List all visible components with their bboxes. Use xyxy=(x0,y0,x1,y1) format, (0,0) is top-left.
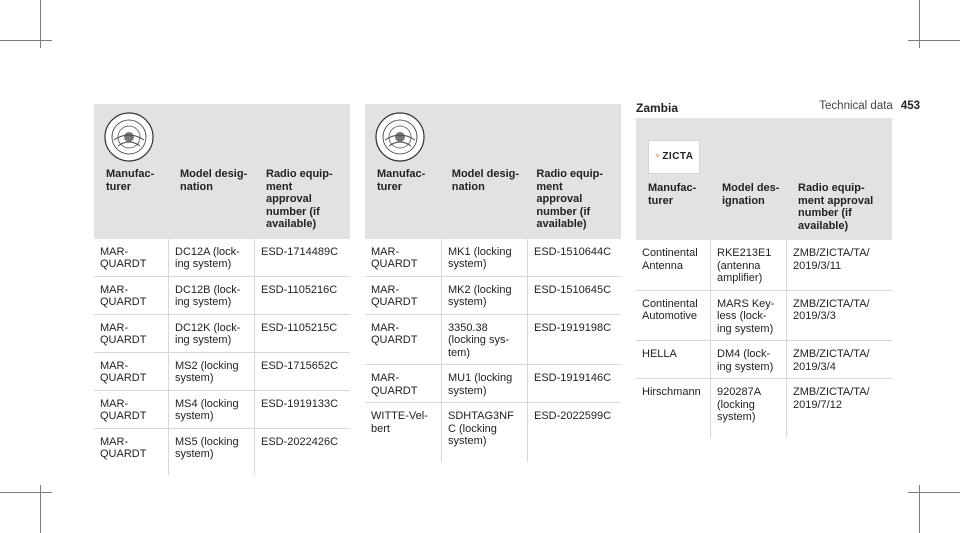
table-row: MAR- QUARDT MU1 (locking system) ESD-191… xyxy=(365,365,621,403)
manufacturer-cell: MAR- QUARDT xyxy=(100,397,147,423)
logo-area xyxy=(100,104,344,168)
table-row: MAR- QUARDT DC12A (lock- ing system) ESD… xyxy=(94,238,350,277)
approval-cell: ZMB/ZICTA/TA/ 2019/7/12 xyxy=(786,379,892,438)
manufacturer-cell: MAR- QUARDT xyxy=(371,321,418,347)
section-name: Technical data xyxy=(819,100,893,112)
manufacturer-cell: WITTE-Vel- bert xyxy=(371,410,428,435)
ntc-seal-logo xyxy=(104,112,154,162)
crop-mark xyxy=(40,0,41,48)
table-row: Continental Antenna RKE213E1 (antenna am… xyxy=(636,240,892,291)
col-manufacturer: Manufac- turer xyxy=(106,168,155,193)
model-cell: 3350.38 (locking sys- tem) xyxy=(441,314,527,364)
table-row: MAR- QUARDT DC12B (lock- ing system) ESD… xyxy=(94,276,350,315)
table-row: MAR- QUARDT MK1 (locking system) ESD-151… xyxy=(365,238,621,277)
running-header: Technical data 453 xyxy=(819,100,920,112)
table-header: ✧ ZICTA Manufac- turer Model des- ignati… xyxy=(636,118,892,240)
zicta-wordmark: ZICTA xyxy=(662,150,694,162)
approval-cell: ESD-1919146C xyxy=(527,365,621,402)
header-row: Manufac- turer Model desig- nation Radio… xyxy=(371,168,615,231)
model-cell: MS5 (locking system) xyxy=(168,428,254,475)
model-cell: DM4 (lock- ing system) xyxy=(710,341,786,378)
manufacturer-cell: Continental Automotive xyxy=(642,297,698,323)
col-model: Model desig- nation xyxy=(180,168,248,193)
page-number: 453 xyxy=(900,100,920,112)
manufacturer-cell: HELLA xyxy=(642,348,677,360)
model-cell: 920287A (locking system) xyxy=(710,379,786,438)
table-row: Continental Automotive MARS Key- less (l… xyxy=(636,290,892,341)
approval-table-zambia: ✧ ZICTA Manufac- turer Model des- ignati… xyxy=(636,118,892,438)
model-cell: MK1 (locking system) xyxy=(441,238,527,276)
approval-cell: ESD-1715652C xyxy=(254,352,350,390)
table-header: Manufac- turer Model desig- nation Radio… xyxy=(365,104,621,239)
ntc-seal-logo xyxy=(375,112,425,162)
model-cell: RKE213E1 (antenna amplifier) xyxy=(710,240,786,290)
header-row: Manufac- turer Model des- ignation Radio… xyxy=(642,182,886,232)
model-cell: MARS Key- less (lock- ing system) xyxy=(710,290,786,340)
approval-table-2: Manufac- turer Model desig- nation Radio… xyxy=(365,104,621,462)
approval-cell: ESD-2022599C xyxy=(527,403,621,462)
model-cell: DC12B (lock- ing system) xyxy=(168,276,254,314)
manufacturer-cell: MAR- QUARDT xyxy=(371,283,418,309)
approval-table-1: Manufac- turer Model desig- nation Radio… xyxy=(94,104,350,475)
manufacturer-cell: MAR- QUARDT xyxy=(371,245,418,271)
section-title-zambia: Zambia xyxy=(636,101,679,115)
col-approval: Radio equip- ment approval number (if av… xyxy=(798,182,874,232)
zicta-mark-icon: ✧ xyxy=(654,152,661,160)
crop-mark xyxy=(0,40,52,41)
model-cell: DC12K (lock- ing system) xyxy=(168,314,254,352)
model-cell: MU1 (locking system) xyxy=(441,365,527,402)
col-model: Model desig- nation xyxy=(451,168,520,193)
crop-mark xyxy=(40,485,41,533)
approval-cell: ESD-2022426C xyxy=(254,428,350,475)
manufacturer-cell: MAR- QUARDT xyxy=(100,321,147,347)
approval-cell: ESD-1714489C xyxy=(254,238,350,276)
zicta-logo: ✧ ZICTA xyxy=(648,140,700,174)
col-manufacturer: Manufac- turer xyxy=(377,168,426,193)
crop-mark xyxy=(0,492,52,493)
approval-cell: ESD-1919133C xyxy=(254,390,350,428)
header-row: Manufac- turer Model desig- nation Radio… xyxy=(100,168,344,231)
approval-cell: ESD-1510644C xyxy=(527,238,621,276)
manufacturer-cell: MAR- QUARDT xyxy=(100,435,147,461)
manufacturer-cell: MAR- QUARDT xyxy=(100,245,147,271)
model-cell: SDHTAG3NF C (locking system) xyxy=(441,403,527,462)
crop-mark xyxy=(908,40,960,41)
model-cell: DC12A (lock- ing system) xyxy=(168,238,254,276)
model-cell: MK2 (locking system) xyxy=(441,276,527,314)
model-cell: MS4 (locking system) xyxy=(168,390,254,428)
crop-mark xyxy=(919,0,920,48)
manufacturer-cell: MAR- QUARDT xyxy=(371,372,418,397)
approval-cell: ZMB/ZICTA/TA/ 2019/3/11 xyxy=(786,240,892,290)
manufacturer-cell: Hirschmann xyxy=(642,386,701,398)
col-model: Model des- ignation xyxy=(722,182,780,207)
table-row: MAR- QUARDT DC12K (lock- ing system) ESD… xyxy=(94,314,350,353)
table-row: Hirschmann 920287A (locking system) ZMB/… xyxy=(636,379,892,438)
approval-cell: ESD-1510645C xyxy=(527,276,621,314)
crop-mark xyxy=(908,492,960,493)
logo-area: ✧ ZICTA xyxy=(642,118,886,182)
table-row: MAR- QUARDT MS2 (locking system) ESD-171… xyxy=(94,352,350,391)
model-cell: MS2 (locking system) xyxy=(168,352,254,390)
table-row: HELLA DM4 (lock- ing system) ZMB/ZICTA/T… xyxy=(636,341,892,379)
col-approval: Radio equip- ment approval number (if av… xyxy=(536,168,604,230)
table-row: WITTE-Vel- bert SDHTAG3NF C (locking sys… xyxy=(365,403,621,462)
col-manufacturer: Manufac- turer xyxy=(648,182,697,207)
approval-cell: ZMB/ZICTA/TA/ 2019/3/4 xyxy=(786,341,892,378)
crop-mark xyxy=(919,485,920,533)
table-row: MAR- QUARDT MS4 (locking system) ESD-191… xyxy=(94,390,350,429)
table-row: MAR- QUARDT MS5 (locking system) ESD-202… xyxy=(94,428,350,475)
col-approval: Radio equip- ment approval number (if av… xyxy=(266,168,333,230)
approval-cell: ZMB/ZICTA/TA/ 2019/3/3 xyxy=(786,290,892,340)
approval-cell: ESD-1105215C xyxy=(254,314,350,352)
manufacturer-cell: Continental Antenna xyxy=(642,247,698,272)
logo-area xyxy=(371,104,615,168)
manufacturer-cell: MAR- QUARDT xyxy=(100,359,147,385)
manufacturer-cell: MAR- QUARDT xyxy=(100,283,147,309)
approval-cell: ESD-1105216C xyxy=(254,276,350,314)
table-row: MAR- QUARDT MK2 (locking system) ESD-151… xyxy=(365,276,621,315)
table-row: MAR- QUARDT 3350.38 (locking sys- tem) E… xyxy=(365,314,621,365)
table-header: Manufac- turer Model desig- nation Radio… xyxy=(94,104,350,239)
approval-cell: ESD-1919198C xyxy=(527,314,621,364)
